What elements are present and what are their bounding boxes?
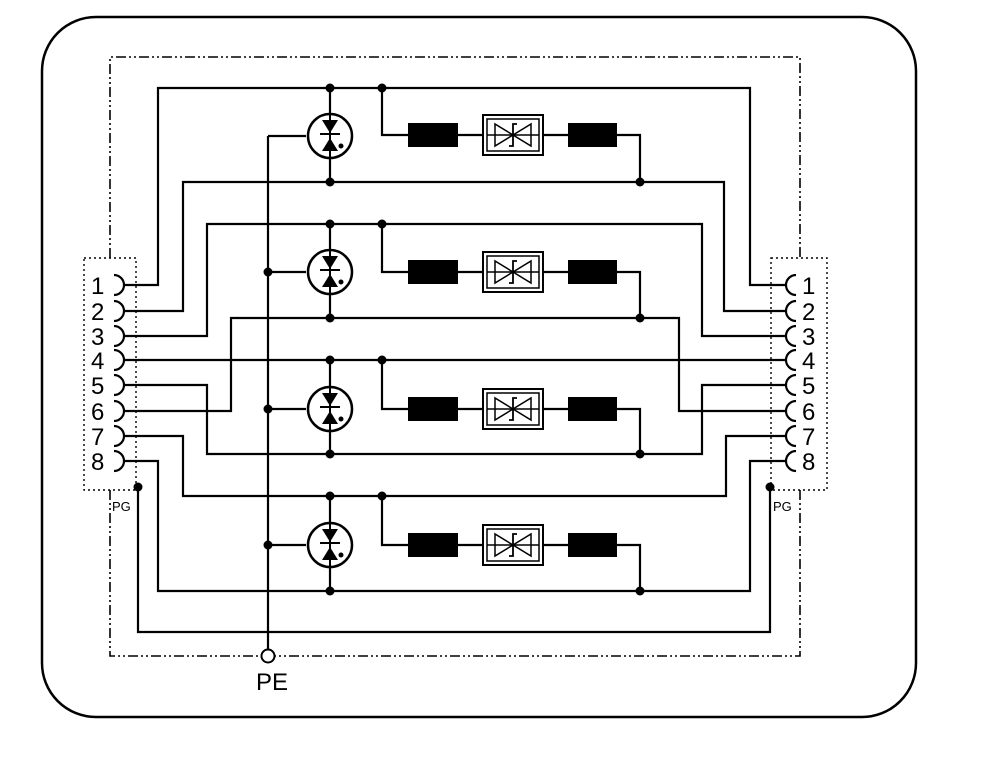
right-pin-label-4: 4 <box>802 348 815 375</box>
pg-label-left: PG <box>112 499 131 514</box>
left-pin-label-4: 4 <box>91 348 104 375</box>
left-pin-label-2: 2 <box>91 299 104 326</box>
left-pin-socket-7 <box>113 424 126 448</box>
bidirectional-diode-1 <box>482 114 544 156</box>
right-pin-label-7: 7 <box>802 424 815 451</box>
right-pin-socket-5 <box>784 373 797 397</box>
housing-outline <box>40 15 918 719</box>
left-pin-label-5: 5 <box>91 373 104 400</box>
right-pin-label-6: 6 <box>802 399 815 426</box>
pg-label-right: PG <box>773 499 792 514</box>
left-pin-socket-5 <box>113 373 126 397</box>
tvs-diode-2 <box>306 248 354 296</box>
right-pin-label-3: 3 <box>802 324 815 351</box>
shield-boundary <box>109 56 801 657</box>
bidirectional-diode-2 <box>482 251 544 293</box>
right-pin-socket-2 <box>784 299 797 323</box>
right-pin-socket-6 <box>784 399 797 423</box>
left-pin-label-8: 8 <box>91 449 104 476</box>
wiring <box>124 86 786 650</box>
right-pin-socket-4 <box>784 348 797 372</box>
left-pin-socket-3 <box>113 324 126 348</box>
right-pin-socket-1 <box>784 273 797 297</box>
left-pin-label-6: 6 <box>91 399 104 426</box>
right-pin-label-8: 8 <box>802 449 815 476</box>
right-connector-box <box>770 257 828 491</box>
left-pin-label-1: 1 <box>91 273 104 300</box>
junction-dots <box>133 83 775 596</box>
tvs-diode-1 <box>306 112 354 160</box>
right-pin-label-1: 1 <box>802 273 815 300</box>
left-pin-socket-8 <box>113 449 126 473</box>
left-pin-label-3: 3 <box>91 324 104 351</box>
tvs-diode-3 <box>306 385 354 433</box>
bidirectional-diode-4 <box>482 524 544 566</box>
tvs-diode-4 <box>306 521 354 569</box>
right-pin-socket-8 <box>784 449 797 473</box>
right-pin-socket-7 <box>784 424 797 448</box>
left-pin-socket-2 <box>113 299 126 323</box>
inductors <box>408 123 617 557</box>
right-pin-label-2: 2 <box>802 299 815 326</box>
pe-label: PE <box>256 669 288 696</box>
left-connector-box <box>83 257 137 491</box>
left-pin-label-7: 7 <box>91 424 104 451</box>
pe-terminal <box>260 648 276 664</box>
right-pin-socket-3 <box>784 324 797 348</box>
right-pin-label-5: 5 <box>802 373 815 400</box>
left-pin-socket-4 <box>113 348 126 372</box>
left-pin-socket-6 <box>113 399 126 423</box>
bidirectional-diode-3 <box>482 388 544 430</box>
left-pin-socket-1 <box>113 273 126 297</box>
